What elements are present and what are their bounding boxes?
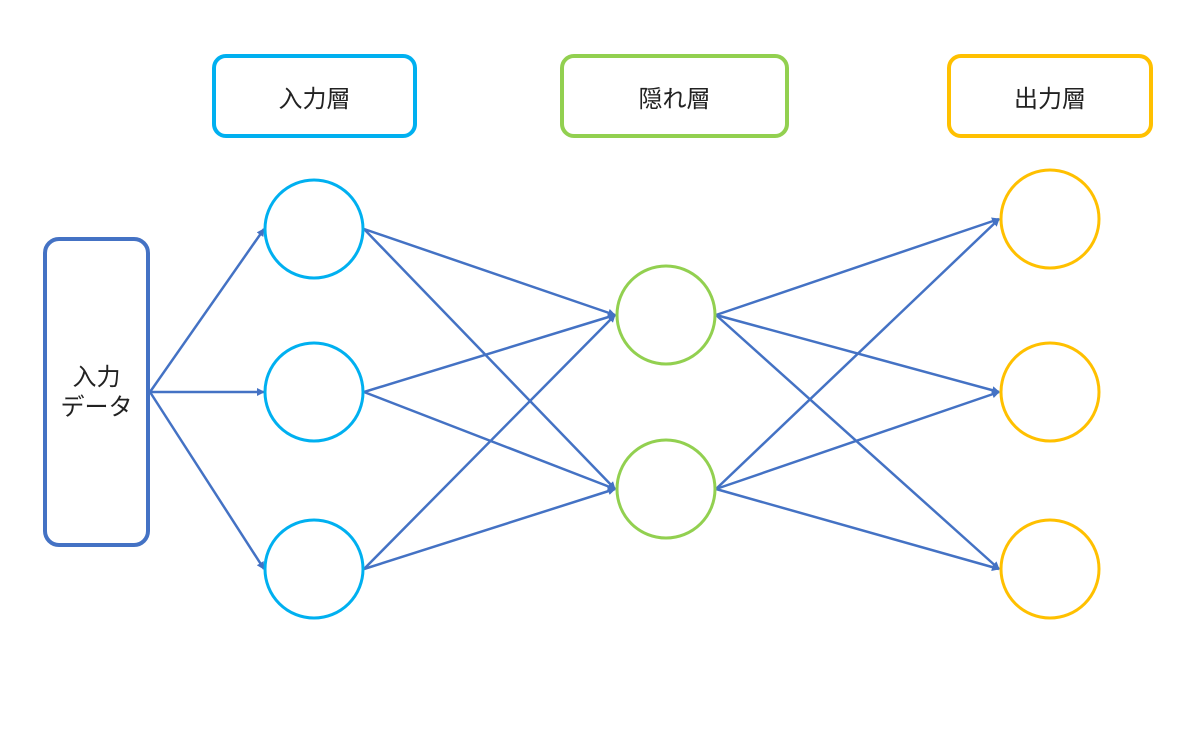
input-layer-label: 入力層 <box>212 54 417 138</box>
output-node <box>999 518 1101 620</box>
input-node <box>263 178 365 280</box>
arrow-hidden-to-output <box>715 314 1000 570</box>
arrow-input-to-hidden <box>363 487 616 571</box>
arrow-input-to-hidden <box>363 227 616 317</box>
hidden-layer-label: 隠れ層 <box>560 54 789 138</box>
arrow-data-to-input <box>148 228 266 393</box>
output-layer-label: 出力層 <box>947 54 1153 138</box>
input-node <box>263 341 365 443</box>
arrow-data-to-input <box>148 391 266 570</box>
hidden-node <box>615 264 717 366</box>
arrow-hidden-to-output <box>715 487 1000 571</box>
arrow-hidden-to-output <box>715 217 1000 317</box>
output-node <box>999 341 1101 443</box>
input-node <box>263 518 365 620</box>
output-node <box>999 168 1101 270</box>
arrow-hidden-to-output <box>715 218 1000 490</box>
hidden-node <box>615 438 717 540</box>
arrow-input-to-hidden <box>363 313 616 394</box>
input-data-line1: 入力 <box>72 363 121 391</box>
arrow-input-to-hidden <box>363 314 616 570</box>
input-data-box: 入力 データ <box>43 237 150 547</box>
input-data-line2: データ <box>60 393 133 421</box>
arrow-input-to-hidden <box>363 228 616 490</box>
arrow-hidden-to-output <box>715 390 1000 491</box>
